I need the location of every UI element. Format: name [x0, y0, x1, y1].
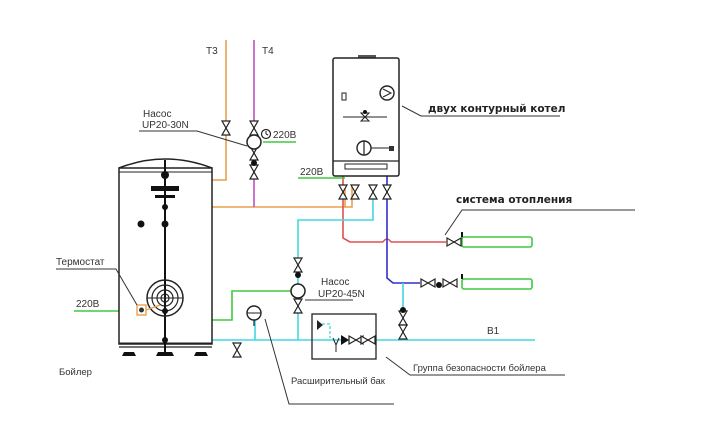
label-boiler-power: 220В: [300, 167, 324, 178]
valve-radiator-return-1: [420, 278, 436, 288]
label-thermostat-power: 220В: [76, 299, 100, 310]
storage-tank: [118, 158, 213, 356]
label-pump2-name: Насос: [321, 277, 349, 288]
label-double-circuit-boiler: двух контурный котел: [428, 103, 565, 115]
label-expansion-tank: Расширительный бак: [291, 376, 386, 387]
label-t4: Т4: [262, 46, 274, 57]
valve-pump2-bottom: [293, 298, 303, 314]
double-circuit-boiler: [332, 55, 400, 177]
radiator-supply: [461, 236, 533, 248]
label-storage-tank: Бойлер: [59, 367, 92, 378]
valve-pump2-top: [293, 257, 303, 273]
pipe-cold-water: [165, 185, 535, 341]
label-pump2-model: UP20-45N: [318, 289, 365, 300]
valve-t3: [221, 120, 231, 136]
label-pump1-name: Насос: [143, 109, 171, 120]
valve-kotel-4: [382, 184, 392, 200]
label-pump1-model: UP20-30N: [142, 120, 189, 131]
label-b1: В1: [487, 326, 500, 337]
pump-up20-30n: [246, 128, 272, 150]
valve-tank-drain: [232, 342, 242, 358]
label-t3: Т3: [206, 46, 218, 57]
valve-t4: [249, 120, 259, 136]
thermostat: [136, 304, 161, 316]
label-safety-group: Группа безопасности бойлера: [413, 363, 547, 374]
valve-kotel-3: [368, 184, 378, 200]
valve-radiator-supply: [446, 237, 462, 247]
valve-radiator-return-2: [442, 278, 458, 288]
safety-group-box: [311, 313, 377, 360]
valve-t4-bottom: [249, 164, 259, 180]
leader-lines: [56, 105, 635, 405]
valve-drain-2: [398, 324, 408, 340]
valve-drain-1: [398, 310, 408, 326]
pump-up20-45n: [290, 283, 306, 299]
expansion-tank: [246, 305, 262, 326]
label-heating-system: система отопления: [456, 194, 572, 206]
label-pump1-power: 220В: [273, 130, 297, 141]
label-thermostat: Термостат: [56, 257, 105, 268]
valves: [221, 120, 463, 358]
radiator-return: [461, 278, 533, 290]
